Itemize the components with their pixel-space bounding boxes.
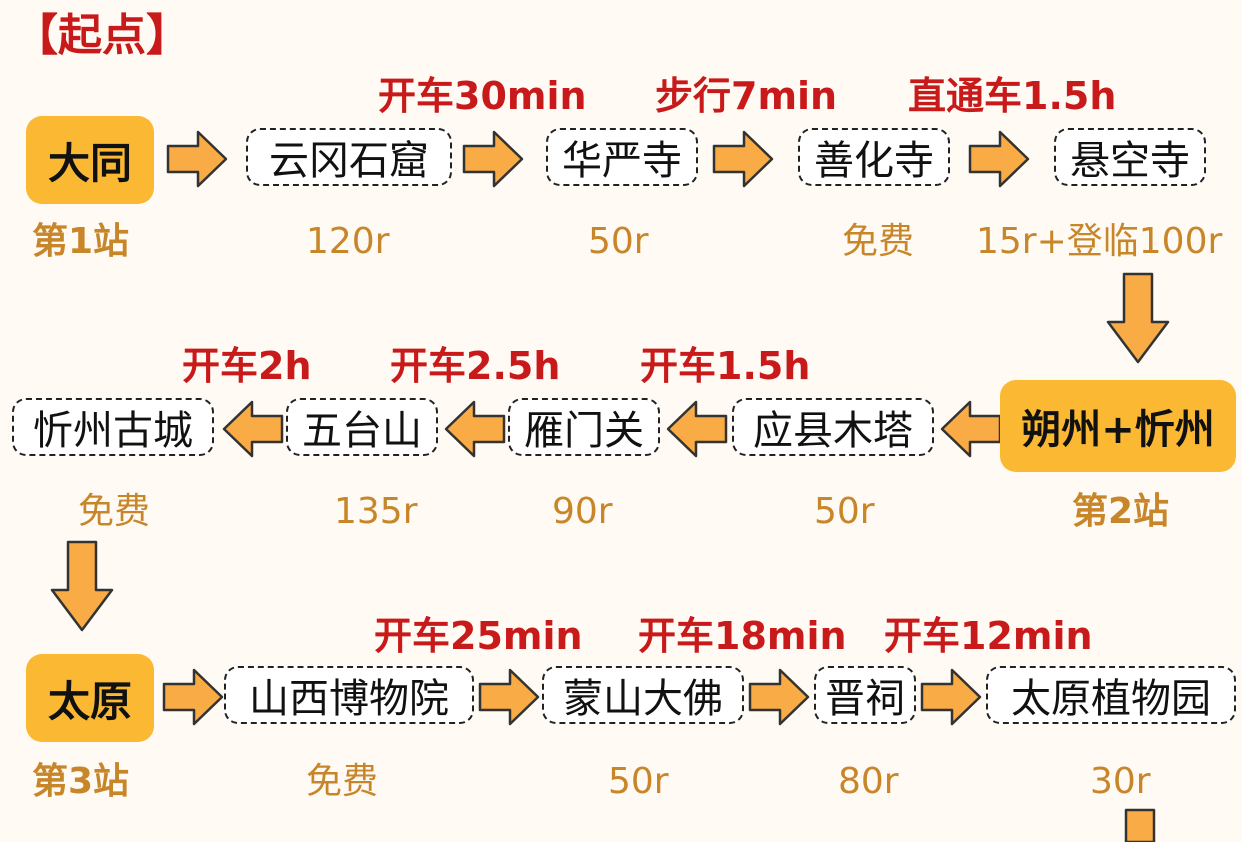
- price-huayan: 50r: [588, 221, 649, 262]
- arrow-left-icon: [222, 400, 284, 458]
- travel-time-row2-2: 开车2.5h: [390, 344, 561, 388]
- travel-time-row1-3: 直通车1.5h: [908, 74, 1117, 118]
- stage-label-3: 第3站: [32, 761, 130, 802]
- travel-time-row2-1: 开车1.5h: [640, 344, 811, 388]
- place-yanmen-pass: 雁门关: [508, 398, 660, 456]
- travel-time-row3-1: 开车25min: [374, 614, 583, 658]
- city-datong: 大同: [26, 116, 154, 204]
- arrow-down-icon: [1124, 808, 1156, 842]
- stage-label-2: 第2站: [1072, 491, 1170, 532]
- place-yingxian-wooden-pagoda: 应县木塔: [732, 398, 934, 456]
- arrow-left-icon: [444, 400, 506, 458]
- travel-time-row3-2: 开车18min: [638, 614, 847, 658]
- arrow-right-icon: [478, 668, 540, 726]
- arrow-right-icon: [162, 668, 224, 726]
- arrow-left-icon: [940, 400, 1002, 458]
- travel-time-row1-1: 开车30min: [378, 74, 587, 118]
- place-wutai-mountain: 五台山: [286, 398, 438, 456]
- place-mengshan-buddha: 蒙山大佛: [542, 666, 744, 724]
- arrow-left-icon: [666, 400, 728, 458]
- place-huayan-temple: 华严寺: [546, 128, 698, 186]
- city-shuozhou-xinzhou: 朔州+忻州: [1000, 380, 1236, 472]
- price-shanhua: 免费: [842, 221, 915, 262]
- place-shanxi-museum: 山西博物院: [224, 666, 474, 724]
- arrow-right-icon: [712, 130, 774, 188]
- price-mengshan-buddha: 50r: [608, 761, 669, 802]
- travel-time-row3-3: 开车12min: [884, 614, 1093, 658]
- price-yingxian-pagoda: 50r: [814, 491, 875, 532]
- place-taiyuan-botanical-garden: 太原植物园: [986, 666, 1236, 724]
- arrow-right-icon: [748, 668, 810, 726]
- place-shanhua-temple: 善化寺: [798, 128, 950, 186]
- price-wutai-mountain: 135r: [334, 491, 418, 532]
- place-jinci-temple: 晋祠: [814, 666, 916, 724]
- start-title: 【起点】: [14, 10, 190, 61]
- place-xinzhou-ancient-city: 忻州古城: [12, 398, 214, 456]
- arrow-right-icon: [166, 130, 228, 188]
- arrow-right-icon: [968, 130, 1030, 188]
- price-shanxi-museum: 免费: [306, 761, 379, 802]
- city-taiyuan: 太原: [26, 654, 154, 742]
- price-hanging-temple: 15r+登临100r: [976, 221, 1223, 262]
- arrow-down-icon: [1106, 272, 1170, 364]
- arrow-down-icon: [50, 540, 114, 632]
- price-jinci: 80r: [838, 761, 899, 802]
- place-yungang-grottoes: 云冈石窟: [246, 128, 452, 186]
- price-yungang: 120r: [306, 221, 390, 262]
- arrow-right-icon: [462, 130, 524, 188]
- price-yanmen-pass: 90r: [552, 491, 613, 532]
- travel-time-row1-2: 步行7min: [655, 74, 838, 118]
- stage-label-1: 第1站: [32, 221, 130, 262]
- price-botanical-garden: 30r: [1090, 761, 1151, 802]
- travel-time-row2-3: 开车2h: [182, 344, 312, 388]
- place-hanging-temple: 悬空寺: [1054, 128, 1206, 186]
- price-xinzhou-ancient-city: 免费: [78, 491, 151, 532]
- arrow-right-icon: [920, 668, 982, 726]
